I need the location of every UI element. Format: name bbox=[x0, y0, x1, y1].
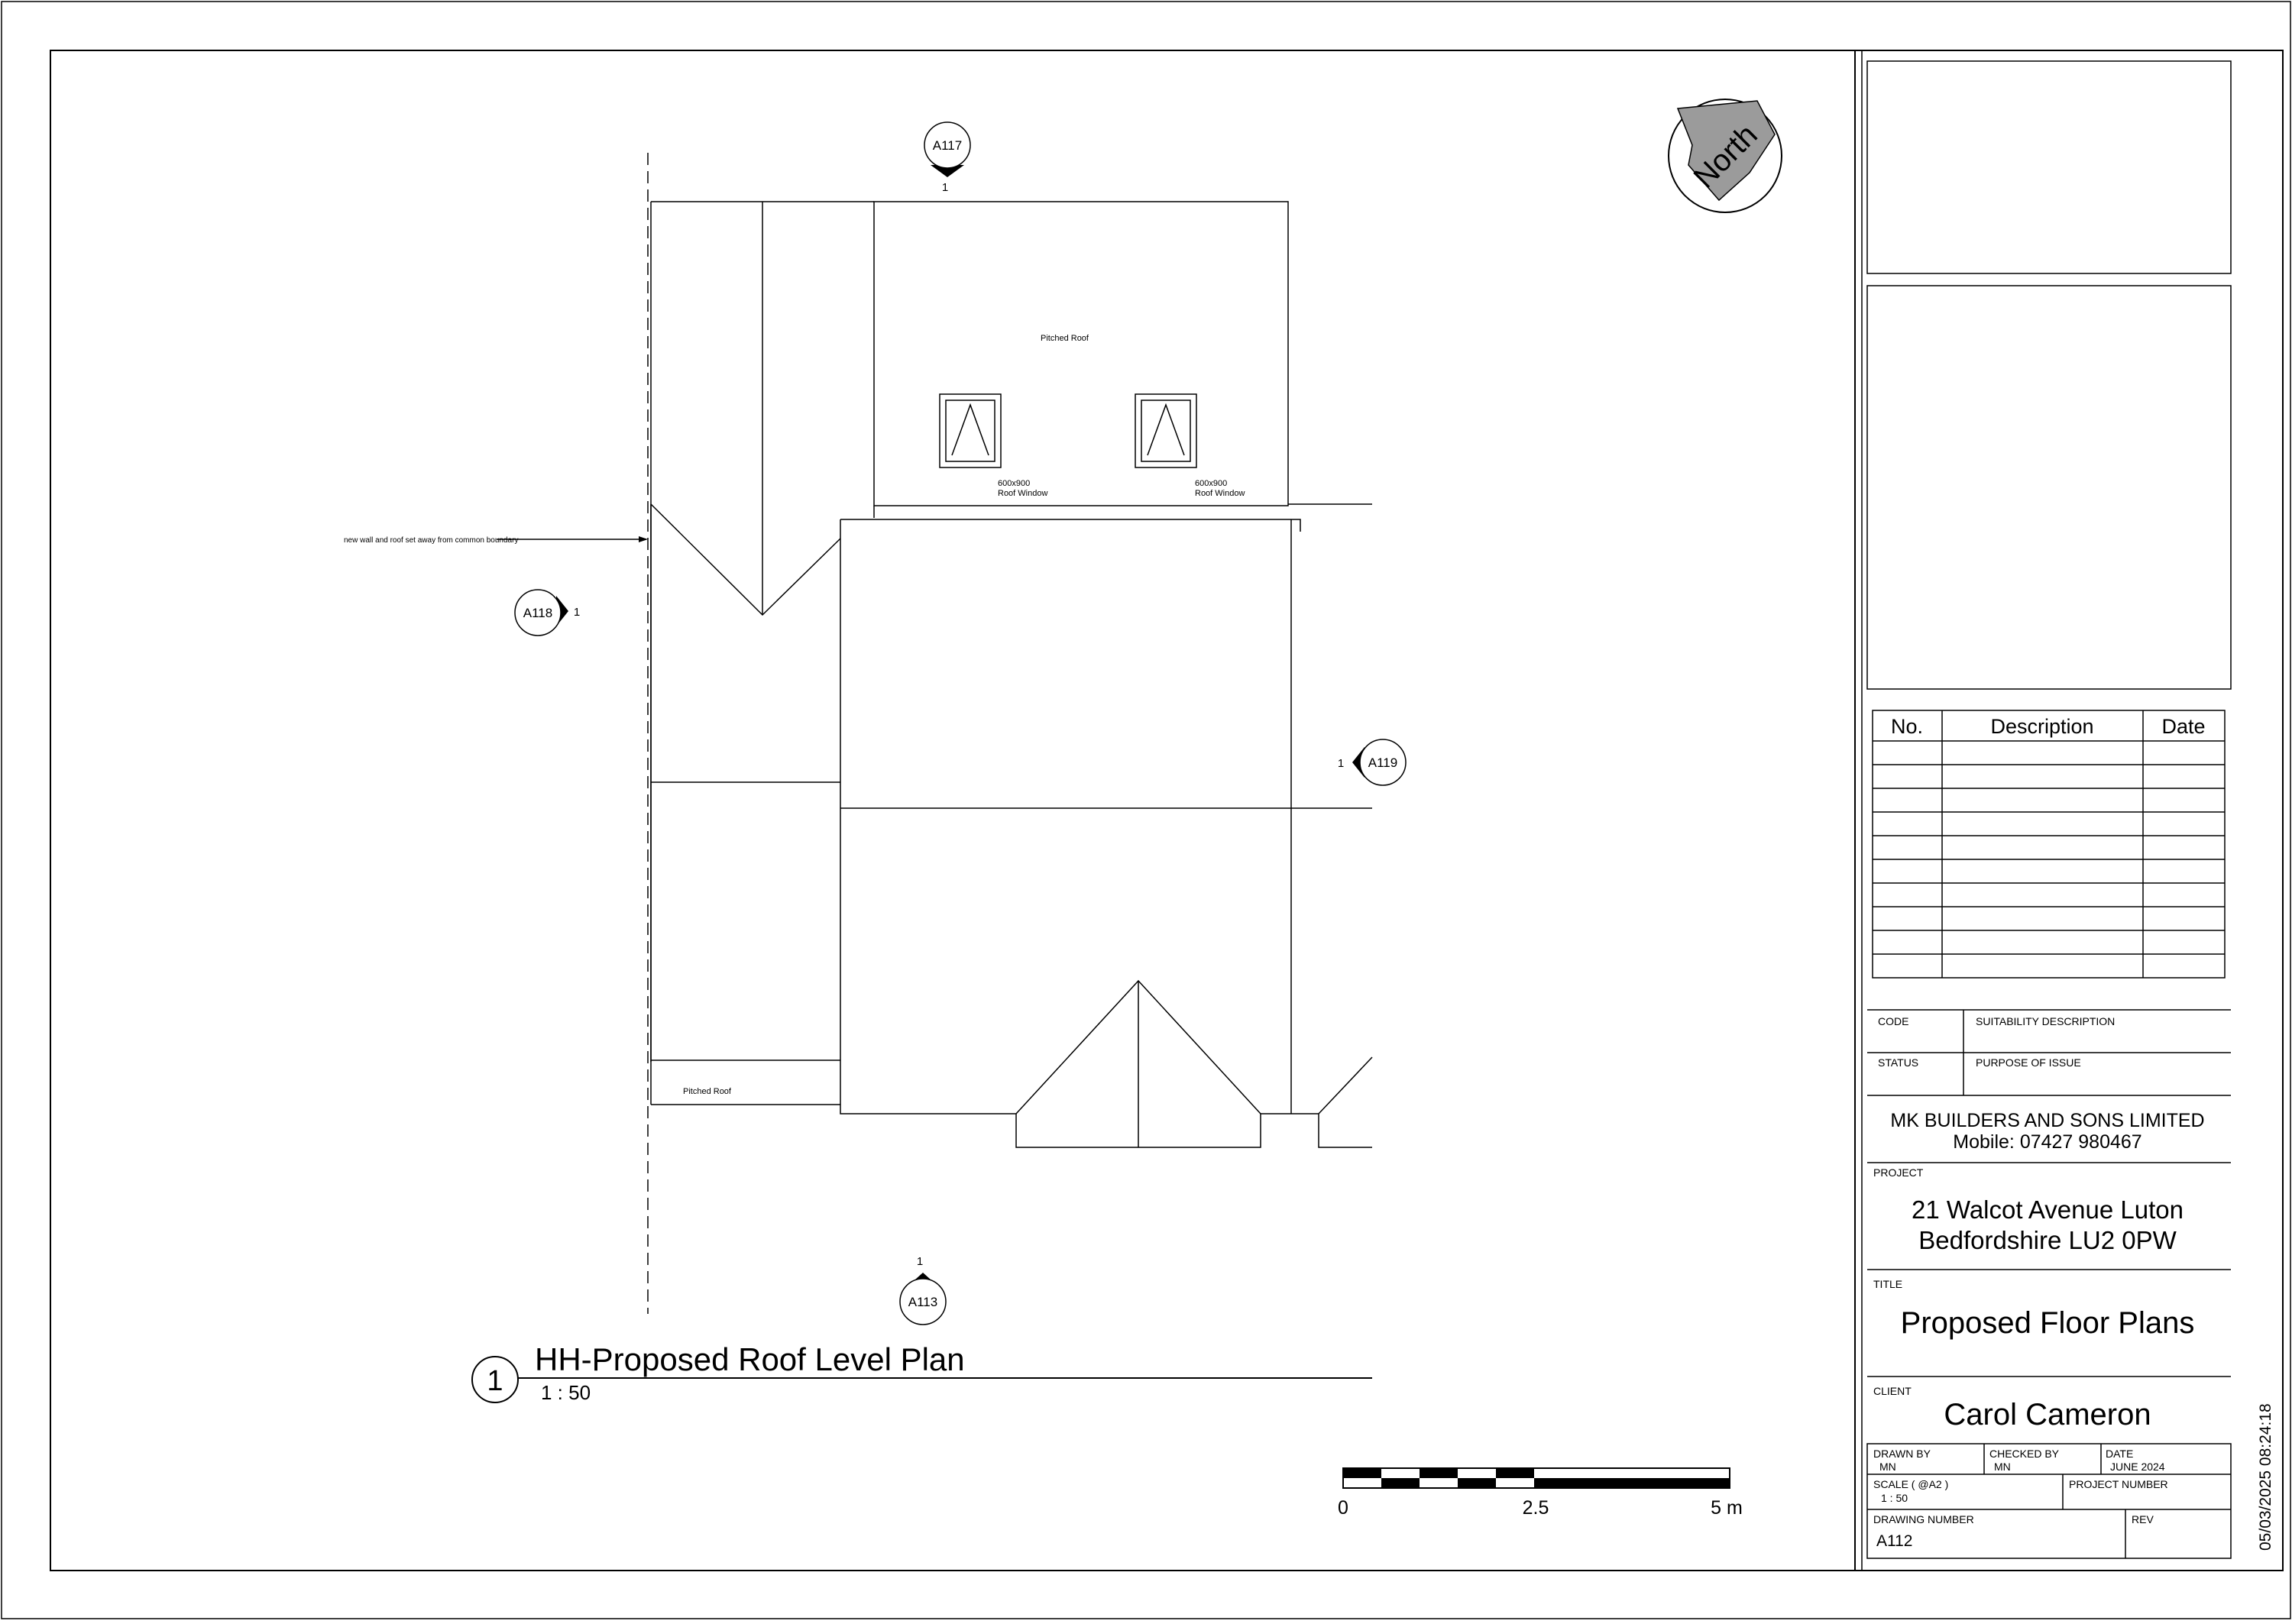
project-line-1: 21 Walcot Avenue Luton bbox=[1912, 1195, 2184, 1224]
svg-text:1: 1 bbox=[574, 606, 580, 619]
scale-value: 1 : 50 bbox=[1881, 1492, 1908, 1504]
roof-label-main: Pitched Roof bbox=[1041, 334, 1089, 343]
scale-label: SCALE ( @A2 ) bbox=[1873, 1478, 1948, 1490]
view-number: 1 bbox=[487, 1365, 503, 1397]
drawing-title: Proposed Floor Plans bbox=[1901, 1306, 2195, 1340]
north-arrow: North bbox=[1668, 99, 1782, 213]
checked-by-label: CHECKED BY bbox=[1989, 1448, 2060, 1460]
section-marker-a113: A113 1 bbox=[899, 1255, 947, 1325]
window-size-2: 600x900 bbox=[1195, 479, 1227, 488]
title-label: TITLE bbox=[1873, 1278, 1902, 1290]
checked-by: MN bbox=[1994, 1461, 2011, 1473]
roof-window-1 bbox=[939, 393, 1002, 468]
svg-text:1: 1 bbox=[1338, 757, 1344, 770]
roof-window-2 bbox=[1135, 393, 1197, 468]
company-mobile: Mobile: 07427 980467 bbox=[1953, 1131, 2141, 1153]
frame-border bbox=[50, 50, 2284, 1571]
drawing-number-label: DRAWING NUMBER bbox=[1873, 1513, 1974, 1525]
section-marker-a117: A117 1 bbox=[924, 121, 971, 194]
svg-text:A119: A119 bbox=[1368, 755, 1397, 770]
code-label: CODE bbox=[1878, 1015, 1908, 1027]
svg-text:A117: A117 bbox=[933, 138, 962, 153]
status-label: STATUS bbox=[1878, 1056, 1918, 1069]
purpose-label: PURPOSE OF ISSUE bbox=[1976, 1056, 2081, 1069]
logo-box bbox=[1866, 60, 2232, 274]
section-marker-a118: A118 1 bbox=[514, 589, 580, 636]
date-label: DATE bbox=[2106, 1448, 2133, 1460]
rev-header-description: Description bbox=[1990, 715, 2093, 738]
suitability-label: SUITABILITY DESCRIPTION bbox=[1976, 1015, 2115, 1027]
project-number-label: PROJECT NUMBER bbox=[2069, 1478, 2168, 1490]
revisions-table: No. Description Date bbox=[1872, 710, 2226, 979]
view-title: 1 HH-Proposed Roof Level Plan 1 : 50 bbox=[471, 1341, 1372, 1404]
project-label: PROJECT bbox=[1873, 1166, 1924, 1179]
svg-text:A113: A113 bbox=[908, 1295, 937, 1309]
client-label: CLIENT bbox=[1873, 1385, 1912, 1397]
title-block: No. Description Date CODE SUITABILITY DE… bbox=[1866, 60, 2232, 1559]
svg-text:A118: A118 bbox=[523, 606, 552, 620]
roof-label-lower: Pitched Roof bbox=[683, 1087, 732, 1096]
window-label-2: Roof Window bbox=[1195, 489, 1245, 498]
section-marker-a119: A119 1 bbox=[1338, 739, 1407, 786]
drawn-by: MN bbox=[1879, 1461, 1896, 1473]
scale-bar: 0 2.5 5 m bbox=[1338, 1467, 1743, 1519]
roof-plan: Pitched Roof Pitched Roof 600x900 Roof W… bbox=[344, 99, 2274, 1551]
rev-header-no: No. bbox=[1891, 715, 1923, 738]
view-title-text: HH-Proposed Roof Level Plan bbox=[535, 1341, 965, 1377]
drawn-by-label: DRAWN BY bbox=[1873, 1448, 1931, 1460]
drawing-number: A112 bbox=[1876, 1532, 1913, 1550]
svg-text:1: 1 bbox=[917, 1255, 923, 1268]
svg-text:5 m: 5 m bbox=[1711, 1497, 1743, 1519]
rev-header-date: Date bbox=[2161, 715, 2205, 738]
svg-text:0: 0 bbox=[1338, 1497, 1348, 1519]
date-value: JUNE 2024 bbox=[2110, 1461, 2165, 1473]
window-label-1: Roof Window bbox=[998, 489, 1047, 498]
client-name: Carol Cameron bbox=[1944, 1398, 2151, 1432]
svg-text:2.5: 2.5 bbox=[1523, 1497, 1549, 1519]
boundary-note: new wall and roof set away from common b… bbox=[344, 536, 518, 545]
rev-label: REV bbox=[2132, 1513, 2154, 1525]
view-scale: 1 : 50 bbox=[541, 1381, 591, 1404]
timestamp: 05/03/2025 08:24:18 bbox=[2257, 1403, 2274, 1551]
company-name: MK BUILDERS AND SONS LIMITED bbox=[1890, 1110, 2204, 1131]
svg-text:1: 1 bbox=[942, 181, 948, 194]
notes-box bbox=[1866, 285, 2232, 690]
project-line-2: Bedfordshire LU2 0PW bbox=[1918, 1226, 2177, 1254]
window-size-1: 600x900 bbox=[998, 479, 1030, 488]
